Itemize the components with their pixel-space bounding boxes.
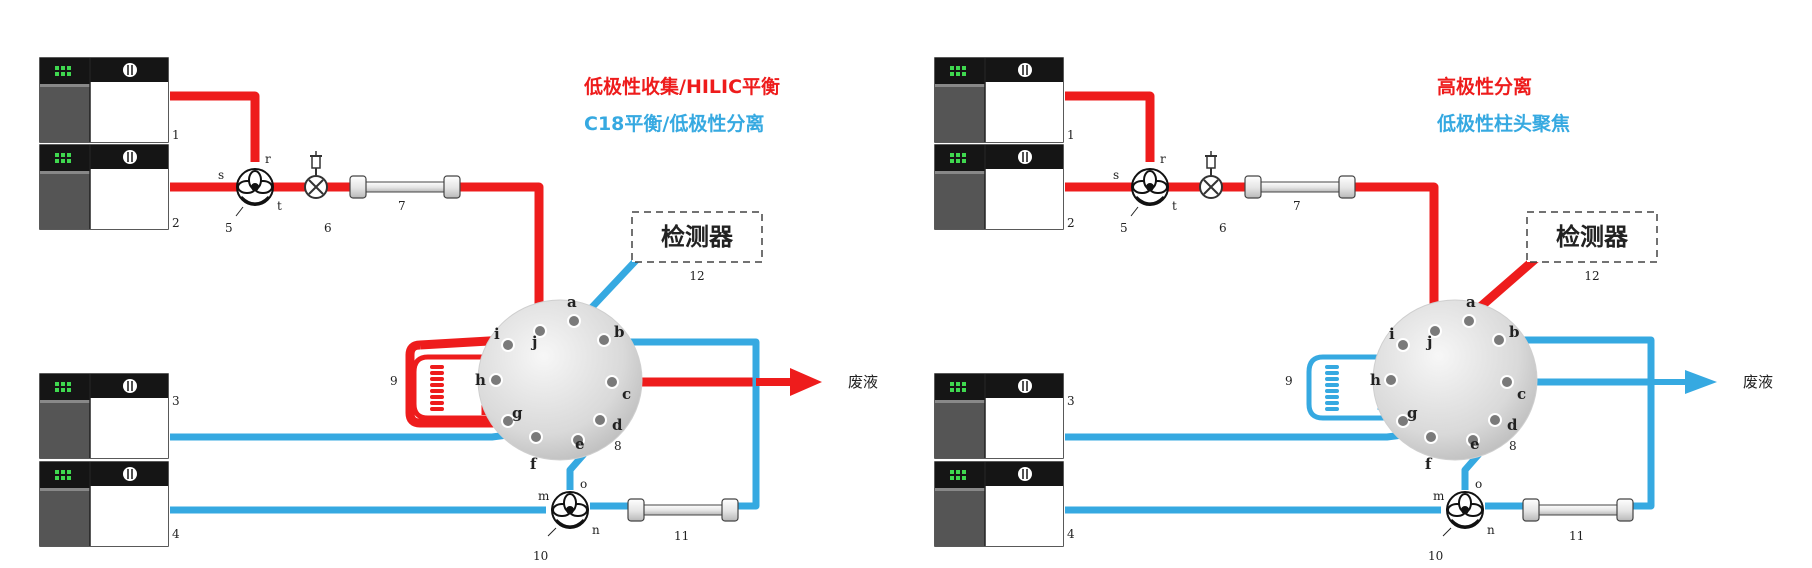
valve-5-port-t: t bbox=[277, 199, 282, 213]
port-c: c bbox=[1517, 385, 1526, 403]
column-11-icon bbox=[627, 498, 739, 522]
switching-valve-8-icon bbox=[1372, 299, 1538, 461]
waste-arrow-icon bbox=[1651, 370, 1717, 394]
port-h: h bbox=[475, 371, 486, 389]
valve-5-number: 5 bbox=[1120, 221, 1128, 235]
valve-10-port-o: o bbox=[580, 477, 587, 491]
port-f: f bbox=[530, 455, 538, 473]
valve-5-port-s: s bbox=[218, 168, 224, 182]
port-b: b bbox=[614, 323, 625, 341]
valve-10-leader bbox=[547, 527, 557, 537]
valve-5-port-t: t bbox=[1172, 199, 1177, 213]
left-panel: 检测器 废液 1 2 3 4 5 6 7 8 9 10 11 12 s r t … bbox=[39, 57, 878, 563]
valve-10-port-n: n bbox=[1487, 523, 1495, 537]
pump-1-icon bbox=[39, 57, 169, 143]
valve-5-port-r: r bbox=[265, 152, 271, 166]
pump-2-number: 2 bbox=[1067, 216, 1075, 230]
three-way-valve-5-icon bbox=[235, 167, 275, 207]
port-f: f bbox=[1425, 455, 1433, 473]
pump-1-number: 1 bbox=[172, 128, 180, 142]
port-h: h bbox=[1370, 371, 1381, 389]
valve-8-number: 8 bbox=[614, 439, 622, 453]
port-g: g bbox=[512, 404, 523, 422]
pump-3-icon bbox=[39, 373, 169, 459]
right-legend-blue: 低极性柱头聚焦 bbox=[1437, 113, 1571, 135]
valve-10-port-m: m bbox=[538, 489, 550, 503]
valve-5-port-s: s bbox=[1113, 168, 1119, 182]
valve-10-number: 10 bbox=[533, 549, 548, 563]
column-11-icon bbox=[1522, 498, 1634, 522]
three-way-valve-10-icon bbox=[1445, 490, 1485, 530]
pump-3-icon bbox=[934, 373, 1064, 459]
injector-6-number: 6 bbox=[324, 221, 332, 235]
port-i: i bbox=[1389, 325, 1395, 343]
detector-12: 检测器 bbox=[1526, 211, 1658, 263]
port-d: d bbox=[612, 416, 623, 434]
valve-10-number: 10 bbox=[1428, 549, 1443, 563]
valve-10-port-o: o bbox=[1475, 477, 1482, 491]
column-7-icon bbox=[349, 175, 461, 199]
detector-label: 检测器 bbox=[1556, 223, 1629, 251]
waste-label: 废液 bbox=[848, 373, 878, 391]
switching-valve-8-icon bbox=[477, 299, 643, 461]
injector-6-number: 6 bbox=[1219, 221, 1227, 235]
loop-coil-9 bbox=[411, 354, 497, 421]
loop-9-number: 9 bbox=[390, 374, 398, 388]
valve-10-port-n: n bbox=[592, 523, 600, 537]
detector-12-number: 12 bbox=[1584, 269, 1599, 283]
column-7-icon bbox=[1244, 175, 1356, 199]
left-legend-blue: C18平衡/低极性分离 bbox=[584, 113, 765, 135]
port-g: g bbox=[1407, 404, 1418, 422]
pump-3-number: 3 bbox=[172, 394, 180, 408]
right-legend-red: 高极性分离 bbox=[1437, 76, 1533, 98]
port-b: b bbox=[1509, 323, 1520, 341]
port-a: a bbox=[567, 293, 577, 311]
column-7-number: 7 bbox=[1293, 199, 1301, 213]
valve-10-leader bbox=[1442, 527, 1452, 537]
column-11-number: 11 bbox=[1569, 529, 1584, 543]
port-i: i bbox=[494, 325, 500, 343]
left-legend-red: 低极性收集/HILIC平衡 bbox=[584, 76, 781, 98]
valve-5-port-r: r bbox=[1160, 152, 1166, 166]
detector-label: 检测器 bbox=[661, 223, 734, 251]
pump-4-number: 4 bbox=[1067, 527, 1075, 541]
injector-valve-6-icon bbox=[304, 150, 328, 199]
waste-arrow-icon bbox=[756, 368, 822, 396]
blue-flow-path bbox=[1065, 336, 1655, 514]
waste-label: 废液 bbox=[1743, 373, 1773, 391]
valve-10-port-m: m bbox=[1433, 489, 1445, 503]
valve-5-leader bbox=[235, 206, 244, 217]
pump-2-icon bbox=[39, 144, 169, 230]
right-panel: 检测器 废液 1 2 3 4 5 6 7 8 9 10 11 12 s r t … bbox=[934, 57, 1773, 563]
three-way-valve-10-icon bbox=[550, 490, 590, 530]
pump-4-icon bbox=[39, 461, 169, 547]
pump-4-number: 4 bbox=[172, 527, 180, 541]
port-c: c bbox=[622, 385, 631, 403]
valve-5-number: 5 bbox=[225, 221, 233, 235]
port-e: e bbox=[575, 435, 585, 453]
valve-8-number: 8 bbox=[1509, 439, 1517, 453]
port-e: e bbox=[1470, 435, 1480, 453]
valve-5-leader bbox=[1130, 206, 1139, 217]
detector-12: 检测器 bbox=[631, 211, 763, 263]
pump-2-number: 2 bbox=[172, 216, 180, 230]
pump-1-icon bbox=[934, 57, 1064, 143]
loop-9-number: 9 bbox=[1285, 374, 1293, 388]
pump-4-icon bbox=[934, 461, 1064, 547]
pump-1-number: 1 bbox=[1067, 128, 1075, 142]
port-d: d bbox=[1507, 416, 1518, 434]
column-11-number: 11 bbox=[674, 529, 689, 543]
column-7-number: 7 bbox=[398, 199, 406, 213]
three-way-valve-5-icon bbox=[1130, 167, 1170, 207]
port-j: j bbox=[530, 333, 537, 351]
port-j: j bbox=[1425, 333, 1432, 351]
injector-valve-6-icon bbox=[1199, 150, 1223, 199]
pump-2-icon bbox=[934, 144, 1064, 230]
detector-12-number: 12 bbox=[689, 269, 704, 283]
pump-3-number: 3 bbox=[1067, 394, 1075, 408]
port-a: a bbox=[1466, 293, 1476, 311]
loop-coil-9 bbox=[1306, 354, 1392, 421]
